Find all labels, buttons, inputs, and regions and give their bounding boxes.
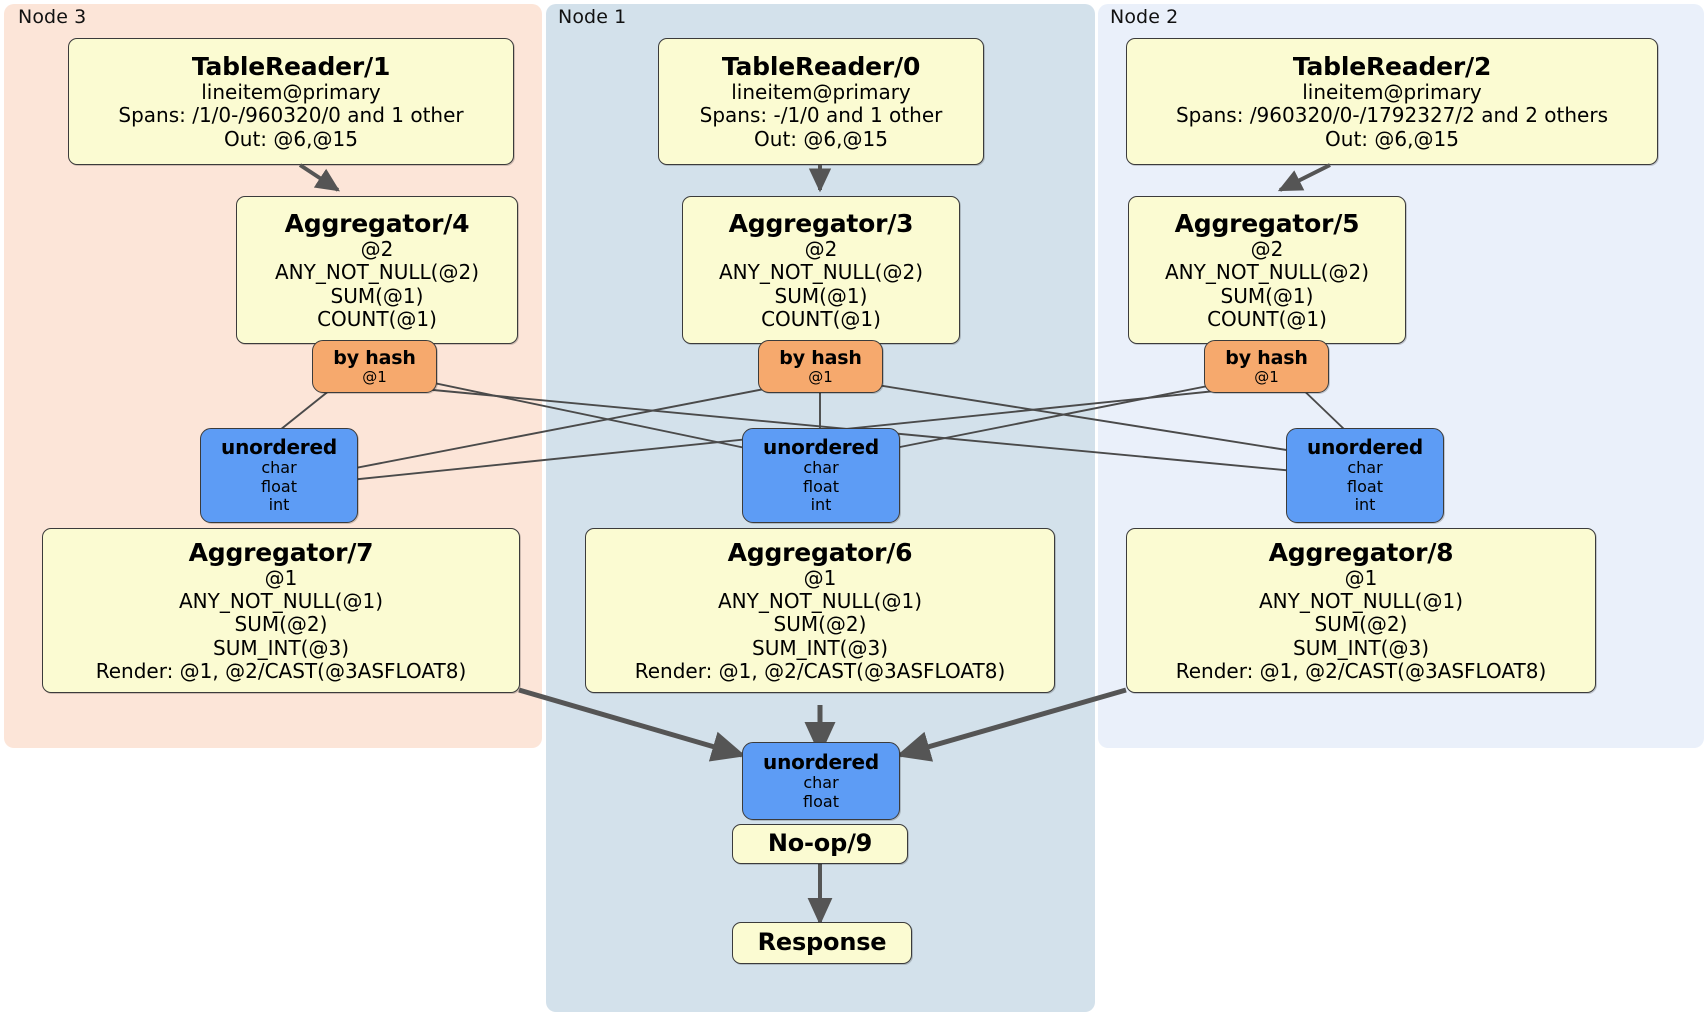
node-line: Out: @6,@15	[224, 126, 358, 151]
sync-line: char	[1347, 458, 1383, 478]
sync-line: int	[268, 495, 290, 515]
node-line: ANY_NOT_NULL(@2)	[719, 260, 923, 285]
node-table-reader-0[interactable]: TableReader/0 lineitem@primary Spans: -/…	[658, 38, 984, 165]
node-line: @2	[1250, 237, 1284, 262]
node-line: @1	[264, 566, 298, 591]
router-line: @1	[1254, 367, 1279, 386]
node-line: lineitem@primary	[201, 80, 381, 105]
sync-title: unordered	[221, 435, 337, 460]
sync-line: int	[1354, 495, 1376, 515]
node-title: TableReader/0	[721, 52, 921, 82]
node-table-reader-2[interactable]: TableReader/2 lineitem@primary Spans: /9…	[1126, 38, 1658, 165]
node-response[interactable]: Response	[732, 922, 912, 964]
node-title: Aggregator/4	[284, 209, 470, 239]
node-no-op-9[interactable]: No-op/9	[732, 824, 908, 864]
router-line: @1	[808, 367, 833, 386]
node-line: SUM(@1)	[330, 283, 424, 308]
node-line: lineitem@primary	[731, 80, 911, 105]
node-table-reader-1[interactable]: TableReader/1 lineitem@primary Spans: /1…	[68, 38, 514, 165]
node-aggregator-4[interactable]: Aggregator/4 @2 ANY_NOT_NULL(@2) SUM(@1)…	[236, 196, 518, 344]
node-aggregator-5[interactable]: Aggregator/5 @2 ANY_NOT_NULL(@2) SUM(@1)…	[1128, 196, 1406, 344]
sync-unordered-center[interactable]: unordered char float int	[742, 428, 900, 523]
node-aggregator-7[interactable]: Aggregator/7 @1 ANY_NOT_NULL(@1) SUM(@2)…	[42, 528, 520, 693]
node-title: Aggregator/6	[727, 538, 913, 568]
node-line: ANY_NOT_NULL(@2)	[275, 260, 479, 285]
node-line: ANY_NOT_NULL(@1)	[718, 589, 922, 614]
node-aggregator-3[interactable]: Aggregator/3 @2 ANY_NOT_NULL(@2) SUM(@1)…	[682, 196, 960, 344]
node-line: Spans: -/1/0 and 1 other	[699, 103, 943, 128]
sync-line: char	[803, 773, 839, 793]
router-by-hash-right[interactable]: by hash @1	[1204, 340, 1329, 393]
router-title: by hash	[333, 346, 416, 369]
node-line: COUNT(@1)	[1207, 306, 1327, 331]
node-line: Render: @1, @2/CAST(@3ASFLOAT8)	[634, 658, 1006, 683]
sync-unordered-left[interactable]: unordered char float int	[200, 428, 358, 523]
node-line: Render: @1, @2/CAST(@3ASFLOAT8)	[95, 658, 467, 683]
node-line: SUM_INT(@3)	[752, 635, 888, 660]
sync-line: char	[803, 458, 839, 478]
sync-title: unordered	[763, 435, 879, 460]
sync-line: float	[1347, 476, 1383, 496]
sync-line: float	[803, 476, 839, 496]
node-line: @1	[1344, 566, 1378, 591]
node-title: Aggregator/5	[1174, 209, 1360, 239]
node-line: SUM(@1)	[1220, 283, 1314, 308]
panel-label-node-1: Node 1	[558, 6, 627, 28]
node-line: SUM(@1)	[774, 283, 868, 308]
sync-unordered-final[interactable]: unordered char float	[742, 742, 900, 820]
panel-label-node-2: Node 2	[1110, 6, 1179, 28]
node-line: ANY_NOT_NULL(@1)	[1259, 589, 1463, 614]
node-line: SUM(@2)	[773, 612, 867, 637]
node-title: Aggregator/3	[728, 209, 914, 239]
node-line: COUNT(@1)	[761, 306, 881, 331]
node-line: Render: @1, @2/CAST(@3ASFLOAT8)	[1175, 658, 1547, 683]
node-aggregator-8[interactable]: Aggregator/8 @1 ANY_NOT_NULL(@1) SUM(@2)…	[1126, 528, 1596, 693]
node-line: COUNT(@1)	[317, 306, 437, 331]
router-title: by hash	[779, 346, 862, 369]
node-line: Spans: /1/0-/960320/0 and 1 other	[118, 103, 464, 128]
sync-title: unordered	[1307, 435, 1423, 460]
node-line: @2	[804, 237, 838, 262]
node-line: @2	[360, 237, 394, 262]
panel-label-node-3: Node 3	[18, 6, 87, 28]
node-line: ANY_NOT_NULL(@1)	[179, 589, 383, 614]
node-aggregator-6[interactable]: Aggregator/6 @1 ANY_NOT_NULL(@1) SUM(@2)…	[585, 528, 1055, 693]
node-line: SUM_INT(@3)	[213, 635, 349, 660]
node-line: SUM(@2)	[1314, 612, 1408, 637]
router-by-hash-left[interactable]: by hash @1	[312, 340, 437, 393]
node-title: Aggregator/8	[1268, 538, 1454, 568]
node-title: TableReader/2	[1292, 52, 1492, 82]
node-line: SUM_INT(@3)	[1293, 635, 1429, 660]
node-title: No-op/9	[767, 829, 873, 858]
node-line: Out: @6,@15	[1325, 126, 1459, 151]
node-line: Out: @6,@15	[754, 126, 888, 151]
router-line: @1	[362, 367, 387, 386]
sync-line: char	[261, 458, 297, 478]
node-title: Aggregator/7	[188, 538, 374, 568]
router-title: by hash	[1225, 346, 1308, 369]
node-line: Spans: /960320/0-/1792327/2 and 2 others	[1175, 103, 1608, 128]
router-by-hash-center[interactable]: by hash @1	[758, 340, 883, 393]
node-title: TableReader/1	[191, 52, 391, 82]
node-title: Response	[757, 928, 887, 957]
sync-line: float	[261, 476, 297, 496]
sync-line: float	[803, 791, 839, 811]
sync-unordered-right[interactable]: unordered char float int	[1286, 428, 1444, 523]
sync-title: unordered	[763, 749, 879, 774]
node-line: SUM(@2)	[234, 612, 328, 637]
node-line: @1	[803, 566, 837, 591]
node-line: ANY_NOT_NULL(@2)	[1165, 260, 1369, 285]
node-line: lineitem@primary	[1302, 80, 1482, 105]
sync-line: int	[810, 495, 832, 515]
